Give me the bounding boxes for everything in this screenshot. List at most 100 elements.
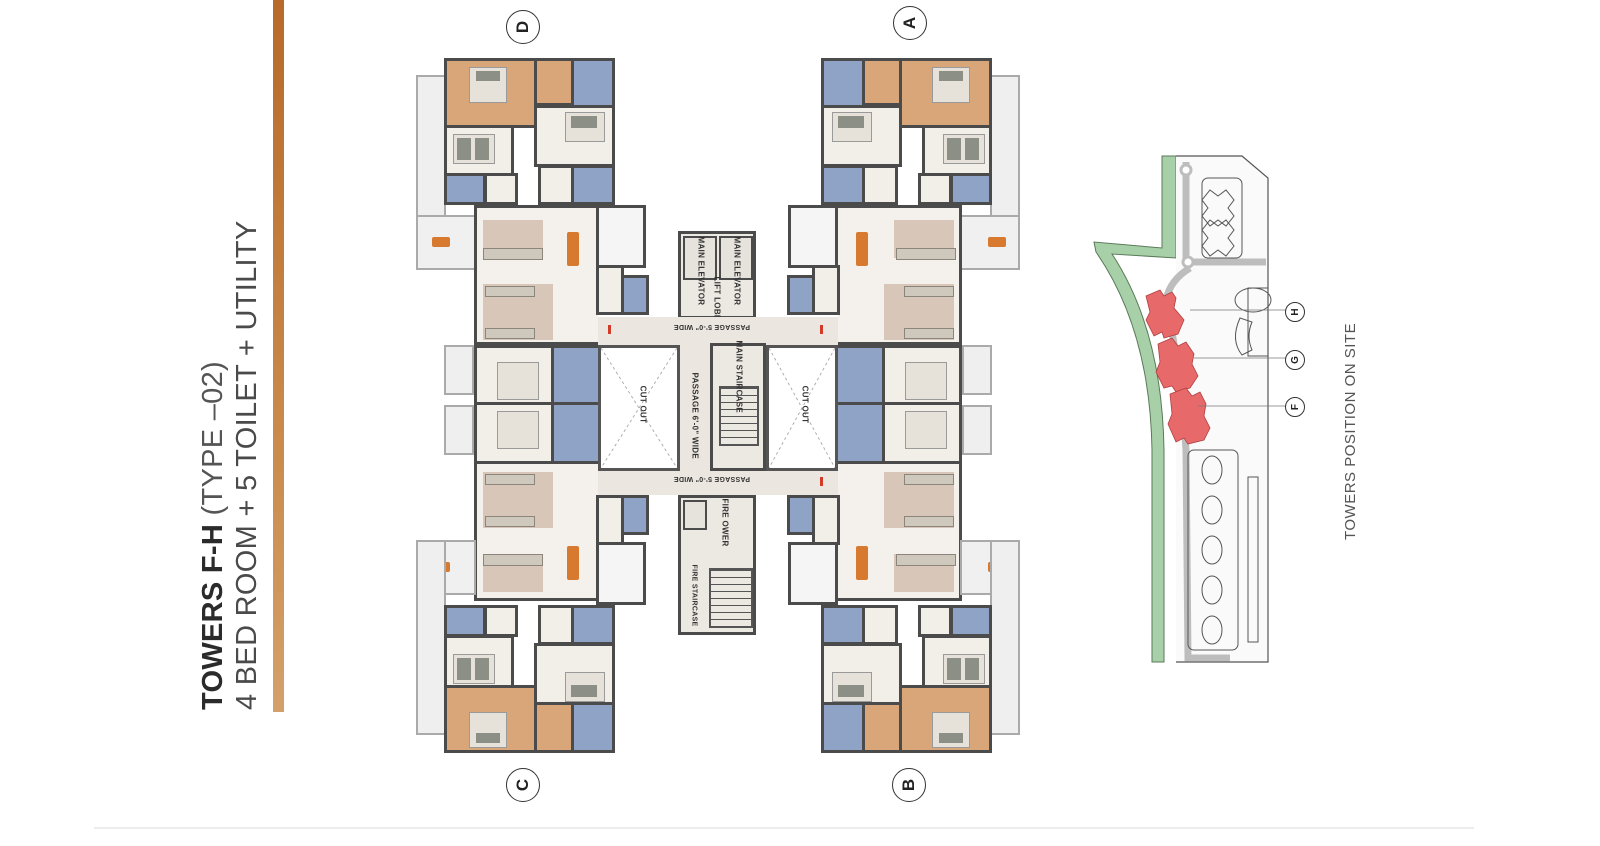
site-map-drawing bbox=[1093, 155, 1286, 663]
site-map-label: TOWERS POSITION ON SITE bbox=[1342, 322, 1359, 540]
site-map-label-wrap: TOWERS POSITION ON SITE bbox=[1336, 290, 1366, 540]
master-bedroom-c bbox=[444, 685, 537, 753]
twin-bed-icon bbox=[943, 134, 985, 164]
master-toilet-a bbox=[821, 58, 865, 110]
wing-marker-a: A bbox=[893, 6, 927, 40]
dress-a-3 bbox=[862, 165, 898, 205]
sofa-icon bbox=[485, 516, 535, 527]
bedroom-4-a bbox=[882, 345, 962, 405]
balcony-a-sitout bbox=[960, 215, 1020, 270]
cut-out-right: CUT OUT bbox=[766, 345, 838, 471]
sofa-icon bbox=[896, 248, 956, 260]
master-bedroom-b bbox=[899, 685, 992, 753]
dress-b bbox=[862, 702, 902, 753]
outdoor-table-icon bbox=[988, 237, 1006, 247]
toilet-c-5 bbox=[551, 402, 601, 464]
sofa-icon bbox=[904, 328, 954, 339]
dress-c bbox=[534, 702, 574, 753]
dress-d-3 bbox=[538, 165, 574, 205]
living-dining-b bbox=[838, 461, 962, 601]
dining-table-icon bbox=[856, 232, 868, 266]
dress-a-2 bbox=[918, 173, 952, 205]
floor-plan: MAIN ELEVATOR MAIN ELEVATOR LIFT LOBBY P… bbox=[416, 55, 1020, 755]
toilet-a-4 bbox=[787, 275, 815, 315]
bed-icon bbox=[932, 712, 970, 748]
balcony-left-mid-2 bbox=[444, 405, 474, 455]
accent-bar bbox=[273, 0, 284, 712]
dress-d-2 bbox=[484, 173, 518, 205]
bedroom-3-b bbox=[821, 643, 902, 705]
master-toilet-d bbox=[571, 58, 615, 110]
toilet-a-2 bbox=[950, 173, 992, 205]
fire-lift bbox=[683, 500, 707, 530]
wing-marker-d: D bbox=[506, 10, 540, 44]
outdoor-table-icon bbox=[432, 237, 450, 247]
twin-bed-icon bbox=[453, 134, 495, 164]
main-elevator-1: MAIN ELEVATOR bbox=[683, 236, 717, 305]
tower-tag-f: F bbox=[1285, 397, 1305, 417]
fire-staircase bbox=[709, 568, 753, 628]
master-toilet-b bbox=[821, 702, 865, 753]
bed-icon bbox=[905, 411, 947, 449]
bed-icon bbox=[565, 112, 605, 142]
cut-out-left: CUT OUT bbox=[598, 345, 680, 471]
sofa-icon bbox=[904, 286, 954, 297]
twin-bed-icon bbox=[943, 654, 985, 684]
bed-icon bbox=[497, 411, 539, 449]
wing-marker-b: B bbox=[892, 768, 926, 802]
utility-a bbox=[812, 265, 840, 315]
balcony-c-lower bbox=[416, 540, 446, 735]
bottom-divider bbox=[94, 827, 1474, 829]
sofa-icon bbox=[485, 474, 535, 485]
living-dining-d bbox=[474, 205, 598, 345]
sofa-icon bbox=[483, 554, 543, 566]
toilet-b-3 bbox=[821, 605, 865, 645]
kitchen-a bbox=[788, 205, 838, 268]
toilet-d-5 bbox=[551, 345, 601, 405]
wing-marker-c: C bbox=[506, 768, 540, 802]
master-bedroom-a bbox=[899, 58, 992, 128]
balcony-d-sitout bbox=[416, 215, 476, 270]
page-title: TOWERS F-H (TYPE –02) bbox=[197, 361, 229, 710]
main-elevator-2: MAIN ELEVATOR bbox=[719, 236, 753, 305]
dress-b-3 bbox=[862, 605, 898, 645]
dress-c-3 bbox=[538, 605, 574, 645]
living-dining-a bbox=[838, 205, 962, 345]
sofa-icon bbox=[904, 474, 954, 485]
utility-d bbox=[596, 265, 624, 315]
balcony-right-mid-2 bbox=[962, 405, 992, 455]
sofa-icon bbox=[485, 328, 535, 339]
lift-lobby-label: LIFT LOBBY bbox=[712, 276, 722, 327]
bed-icon bbox=[832, 112, 872, 142]
bed-icon bbox=[905, 362, 947, 400]
sofa-icon bbox=[896, 554, 956, 566]
bedroom-3-a bbox=[821, 105, 902, 167]
bed-icon bbox=[497, 362, 539, 400]
bed-icon bbox=[469, 712, 507, 748]
sofa-icon bbox=[904, 516, 954, 527]
dining-table-icon bbox=[567, 546, 579, 580]
bedroom-4-d bbox=[474, 345, 554, 405]
tower-tag-h: H bbox=[1285, 302, 1305, 322]
bed-icon bbox=[832, 672, 872, 702]
bed-icon bbox=[932, 67, 970, 103]
twin-bed-icon bbox=[453, 654, 495, 684]
bedroom-4-c bbox=[474, 402, 554, 464]
toilet-d-2 bbox=[444, 173, 486, 205]
dress-a bbox=[862, 58, 902, 106]
elevator-block: MAIN ELEVATOR MAIN ELEVATOR LIFT LOBBY bbox=[678, 231, 756, 327]
bedroom-3-d bbox=[534, 105, 615, 167]
passage-top: PASSAGE 5'-0" WIDE bbox=[598, 317, 838, 345]
toilet-b-2 bbox=[950, 605, 992, 637]
passage-bottom: PASSAGE 5'-0" WIDE bbox=[598, 471, 838, 495]
fire-core: FIRE OWER FIRE STAIRCASE bbox=[678, 495, 756, 635]
utility-c bbox=[596, 495, 624, 545]
living-dining-c bbox=[474, 461, 598, 601]
dress-b-2 bbox=[918, 605, 952, 637]
toilet-c-3 bbox=[571, 605, 615, 645]
toilet-a-5 bbox=[835, 345, 885, 405]
kitchen-b bbox=[788, 542, 838, 605]
kitchen-c bbox=[596, 542, 646, 605]
master-bedroom-d bbox=[444, 58, 537, 128]
toilet-d-4 bbox=[621, 275, 649, 315]
